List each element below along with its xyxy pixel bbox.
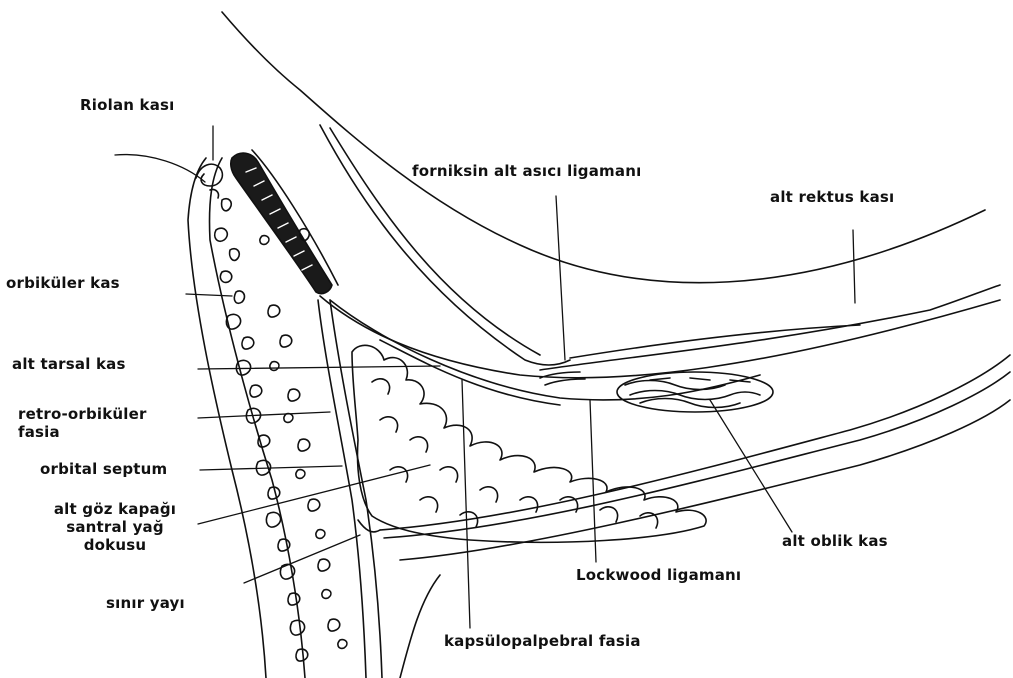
tarsus-plate xyxy=(231,153,332,294)
orbital-floor-line-2 xyxy=(384,372,1010,538)
lockwood-lines xyxy=(540,372,585,385)
label-yag-dokusu: alt göz kapağı santral yağ dokusu xyxy=(40,500,190,554)
label-yag-line-2: santral yağ xyxy=(40,518,190,536)
label-lockwood: Lockwood ligamanı xyxy=(576,566,741,584)
leader-alt-oblik xyxy=(710,400,792,532)
leader-sinir-yayi xyxy=(244,535,360,583)
leader-riolan-curve xyxy=(115,155,205,182)
label-alt-rektus: alt rektus kası xyxy=(770,188,894,206)
label-riolan: Riolan kası xyxy=(80,96,175,114)
orbital-floor-line xyxy=(380,355,1010,530)
leader-lockwood xyxy=(590,400,596,562)
label-retro-orbikuler-fasia: retro-orbiküler fasia xyxy=(18,405,147,441)
fornix-ligament-band xyxy=(320,125,570,365)
label-retro-line-1: retro-orbiküler xyxy=(18,405,147,423)
inferior-oblique-fibers xyxy=(625,378,760,408)
orbicularis-fibers xyxy=(215,199,347,661)
leader-forniks xyxy=(556,196,565,360)
lower-rectus-line xyxy=(570,325,860,358)
leader-alt-rektus xyxy=(853,230,855,303)
label-yag-line-3: dokusu xyxy=(40,536,190,554)
septum-line xyxy=(320,296,1000,378)
leader-orbikuler-kas xyxy=(186,294,232,296)
label-alt-oblik: alt oblik kas xyxy=(782,532,888,550)
label-forniks: forniksin alt asıcı ligamanı xyxy=(412,162,641,180)
label-retro-line-2: fasia xyxy=(18,423,147,441)
label-yag-line-1: alt göz kapağı xyxy=(40,500,190,518)
label-orbikuler-kas: orbiküler kas xyxy=(6,274,120,292)
fat-pad-lobules xyxy=(372,379,658,528)
upper-contour-line xyxy=(222,12,985,283)
maxilla-contour xyxy=(400,575,440,678)
label-kapsulopalpebral: kapsülopalpebral fasia xyxy=(444,632,641,650)
label-orbital-septum: orbital septum xyxy=(40,460,167,478)
leader-alt-tarsal xyxy=(198,366,440,369)
eyelid-posterior-line xyxy=(318,300,366,678)
leader-kapsulo xyxy=(462,380,470,628)
label-alt-tarsal: alt tarsal kas xyxy=(12,355,126,373)
label-sinir-yayi: sınır yayı xyxy=(106,594,185,612)
